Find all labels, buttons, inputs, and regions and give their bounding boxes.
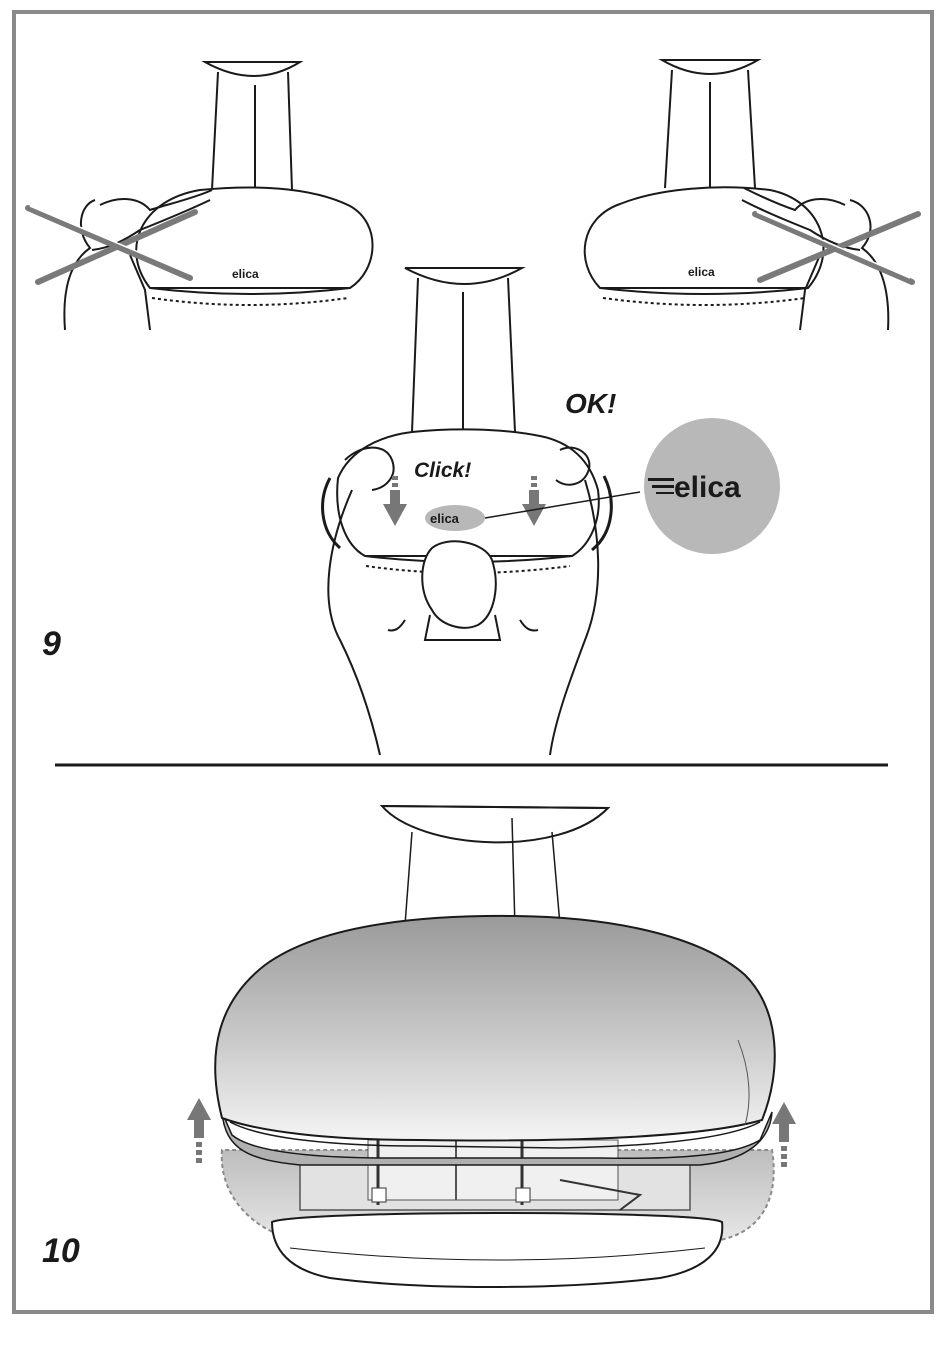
hood-step-10 <box>215 806 775 1287</box>
step-number-10: 10 <box>42 1232 80 1270</box>
hood-wrong-left <box>64 62 372 330</box>
brand-logo-left: elica <box>232 267 259 281</box>
up-arrow-icon <box>187 1098 211 1163</box>
hood-wrong-right <box>585 60 889 330</box>
click-label: Click! <box>414 459 471 482</box>
magnified-brand-logo: elica <box>674 471 741 504</box>
brand-logo-right: elica <box>688 265 715 279</box>
up-arrow-icon <box>772 1102 796 1167</box>
ok-label: OK! <box>565 388 616 419</box>
brand-badge-text: elica <box>430 511 460 526</box>
step-number-9: 9 <box>42 625 61 663</box>
